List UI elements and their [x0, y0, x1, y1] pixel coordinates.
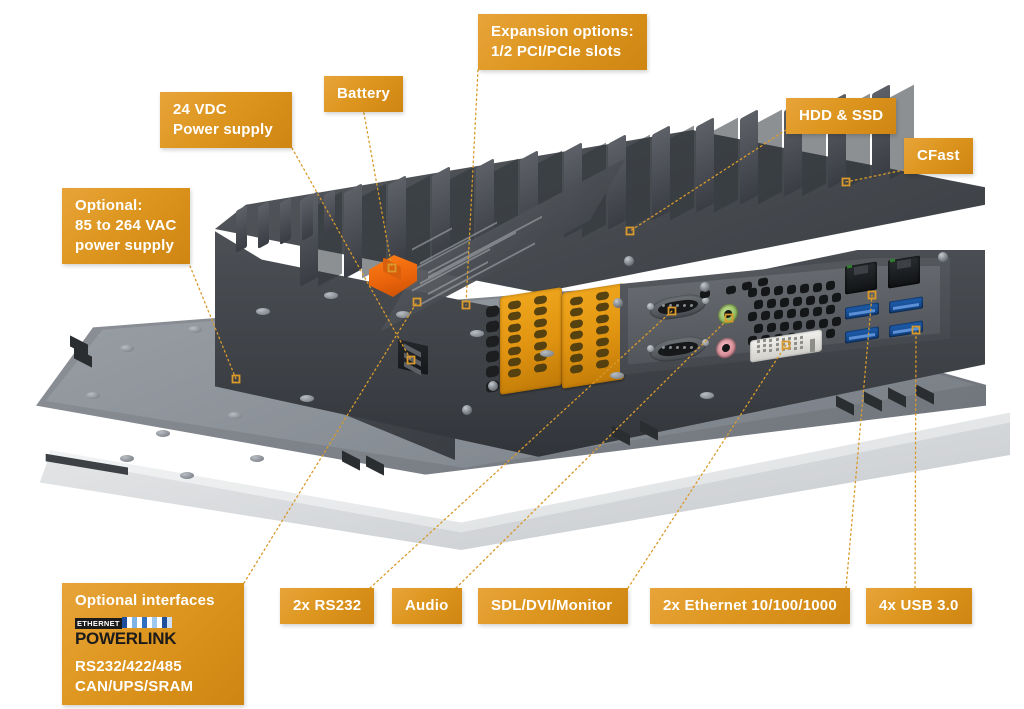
powerlink-segment — [131, 616, 137, 628]
callout-line: CAN/UPS/SRAM — [75, 678, 194, 695]
powerlink-segment — [136, 616, 142, 628]
serial-screw-right — [702, 339, 709, 346]
panel-screw-boss — [300, 395, 314, 402]
panel-screw-boss — [120, 345, 134, 352]
callout-line: Battery — [337, 85, 391, 102]
leader-anchor-marker — [911, 325, 921, 335]
callout-line: 24 VDC — [173, 101, 227, 118]
leader-anchor-marker — [841, 177, 851, 187]
callout-usb: 4x USB 3.0 — [866, 588, 972, 624]
chassis-screw — [624, 256, 634, 266]
leader-line — [627, 344, 787, 589]
callout-line: RS232/422/485 — [75, 658, 182, 675]
callout-line: 1/2 PCI/PCIe slots — [491, 43, 622, 60]
leader-line — [455, 317, 730, 589]
leader-anchor-marker — [781, 340, 791, 350]
leader-line — [369, 310, 673, 589]
chassis-screw — [462, 405, 472, 415]
callout-rs232: 2x RS232 — [280, 588, 375, 624]
leader-anchor-marker — [625, 226, 635, 236]
leader-line — [291, 147, 412, 361]
chassis-screw — [938, 252, 948, 262]
callout-heading: Optional interfaces — [75, 592, 215, 609]
leader-anchor-marker — [724, 313, 734, 323]
panel-screw-boss — [256, 308, 270, 315]
powerlink-segment — [161, 616, 167, 628]
callout-line: CFast — [917, 147, 960, 164]
powerlink-segment — [121, 616, 127, 628]
leader-anchor-marker — [406, 355, 416, 365]
serial-screw-left — [647, 303, 654, 310]
chassis-screw — [488, 381, 498, 391]
callout-audio: Audio — [392, 588, 462, 624]
callout-line: SDL/DVI/Monitor — [491, 597, 613, 614]
leader-line — [189, 265, 237, 380]
powerlink-logo: ETHERNET POWERLINK — [75, 616, 231, 648]
chassis-screw — [700, 282, 710, 292]
powerlink-segment — [141, 616, 147, 628]
powerlink-segment — [166, 616, 172, 628]
panel-screw-boss — [540, 350, 554, 357]
powerlink-wordmark: POWERLINK — [75, 629, 177, 648]
callout-line: 2x Ethernet 10/100/1000 — [663, 597, 837, 614]
panel-screw-boss — [324, 292, 338, 299]
chassis-screw — [613, 298, 623, 308]
powerlink-logo-bar: ETHERNET — [75, 616, 231, 629]
callout-battery: Battery — [324, 76, 404, 112]
callout-24vdc-power-supply: 24 VDC Power supply — [160, 92, 292, 148]
leader-line — [845, 294, 873, 589]
callout-hdd-ssd: HDD & SSD — [786, 98, 897, 134]
callout-line: HDD & SSD — [799, 107, 884, 124]
leader-anchor-marker — [867, 290, 877, 300]
leader-anchor-marker — [412, 297, 422, 307]
callout-cfast: CFast — [904, 138, 973, 174]
panel-screw-boss — [700, 392, 714, 399]
panel-screw-boss — [180, 472, 194, 479]
callout-line: 2x RS232 — [293, 597, 362, 614]
callout-sdl-dvi-monitor: SDL/DVI/Monitor — [478, 588, 628, 624]
callout-expansion-options: Expansion options: 1/2 PCI/PCIe slots — [478, 14, 647, 70]
serial-screw-left — [647, 345, 654, 352]
leader-anchor-marker — [231, 374, 241, 384]
leader-line — [243, 301, 418, 584]
panel-screw-boss — [156, 430, 170, 437]
callout-ethernet: 2x Ethernet 10/100/1000 — [650, 588, 850, 624]
callout-line: 85 to 264 VAC — [75, 217, 177, 234]
panel-screw-boss — [188, 326, 202, 333]
leader-anchor-marker — [387, 263, 397, 273]
leader-line — [629, 129, 787, 232]
panel-screw-boss — [228, 412, 242, 419]
powerlink-ethernet-text: ETHERNET — [75, 618, 122, 629]
serial-screw-right — [702, 297, 709, 304]
callout-optional-vac-power-supply: Optional: 85 to 264 VAC power supply — [62, 188, 190, 264]
powerlink-color-segments — [121, 614, 172, 634]
powerlink-segment — [146, 616, 152, 628]
panel-screw-boss — [86, 392, 100, 399]
powerlink-segment — [151, 616, 157, 628]
powerlink-segment — [126, 616, 132, 628]
callout-line: power supply — [75, 237, 175, 254]
panel-screw-boss — [610, 372, 624, 379]
callout-line: 4x USB 3.0 — [879, 597, 959, 614]
callout-optional-interfaces: Optional interfaces ETHERNET POWERLINK R… — [62, 583, 244, 705]
leader-line — [845, 169, 905, 183]
callout-line: Power supply — [173, 121, 273, 138]
leader-line — [914, 329, 917, 589]
leader-anchor-marker — [667, 306, 677, 316]
callout-line: Audio — [405, 597, 449, 614]
panel-screw-boss — [250, 455, 264, 462]
leader-line — [465, 69, 479, 306]
callout-line: Optional: — [75, 197, 143, 214]
panel-screw-boss — [396, 311, 410, 318]
leader-line — [362, 107, 393, 269]
powerlink-segment — [156, 616, 162, 628]
callout-line: Expansion options: — [491, 23, 634, 40]
panel-screw-boss — [120, 455, 134, 462]
leader-anchor-marker — [461, 300, 471, 310]
panel-screw-boss — [470, 330, 484, 337]
